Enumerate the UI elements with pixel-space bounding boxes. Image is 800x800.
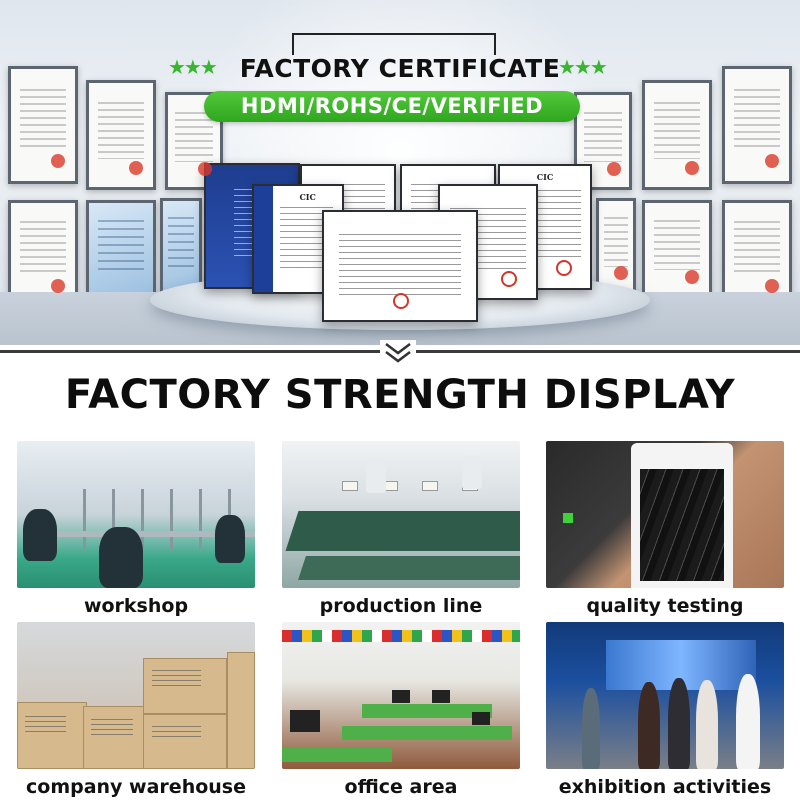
wall-certificate-frame bbox=[642, 80, 712, 190]
certificate-header: CIC bbox=[299, 192, 316, 202]
warehouse-photo bbox=[17, 622, 255, 769]
photo-caption: office area bbox=[344, 776, 458, 798]
certificate-title: FACTORY CERTIFICATE bbox=[239, 54, 561, 83]
wall-certificate-frame bbox=[8, 200, 78, 308]
wall-certificate-frame bbox=[8, 66, 78, 184]
chevron-down-icon bbox=[380, 340, 416, 366]
wall-certificate-frame bbox=[642, 200, 712, 298]
certificate-banner: CIC CIC ★★★ FACTORY CERTIFICATE ★★★ HDMI… bbox=[0, 0, 800, 345]
certification-badge: HDMI/ROHS/CE/VERIFIED bbox=[204, 91, 580, 122]
photo-card-exhibition-activities: exhibition activities bbox=[546, 622, 784, 798]
photo-caption: exhibition activities bbox=[558, 776, 772, 798]
exhibition-activities-photo bbox=[546, 622, 784, 769]
photo-card-office-area: office area bbox=[282, 622, 520, 798]
wall-certificate-frame bbox=[722, 66, 792, 184]
wall-certificate-frame bbox=[160, 198, 202, 294]
wall-certificate-frame bbox=[86, 80, 156, 190]
workshop-photo bbox=[17, 441, 255, 588]
office-area-photo bbox=[282, 622, 520, 769]
strength-title: FACTORY STRENGTH DISPLAY bbox=[64, 372, 736, 418]
photo-card-quality-testing: quality testing bbox=[546, 441, 784, 617]
photo-card-company-warehouse: company warehouse bbox=[17, 622, 255, 798]
photo-caption: workshop bbox=[83, 595, 189, 617]
certificate-document-main bbox=[322, 210, 478, 322]
production-line-photo bbox=[282, 441, 520, 588]
star-icon: ★★★ bbox=[168, 55, 218, 79]
certificate-header: CIC bbox=[536, 172, 554, 182]
photo-card-production-line: production line bbox=[282, 441, 520, 617]
photo-card-workshop: workshop bbox=[17, 441, 255, 617]
photo-caption: company warehouse bbox=[26, 776, 246, 798]
wall-certificate-frame bbox=[86, 200, 156, 298]
title-bracket bbox=[292, 33, 496, 55]
wall-certificate-frame bbox=[722, 200, 792, 308]
photo-caption: quality testing bbox=[586, 595, 744, 617]
star-icon: ★★★ bbox=[558, 55, 608, 79]
quality-testing-photo bbox=[546, 441, 784, 588]
wall-certificate-frame bbox=[596, 198, 636, 294]
photo-caption: production line bbox=[319, 595, 483, 617]
